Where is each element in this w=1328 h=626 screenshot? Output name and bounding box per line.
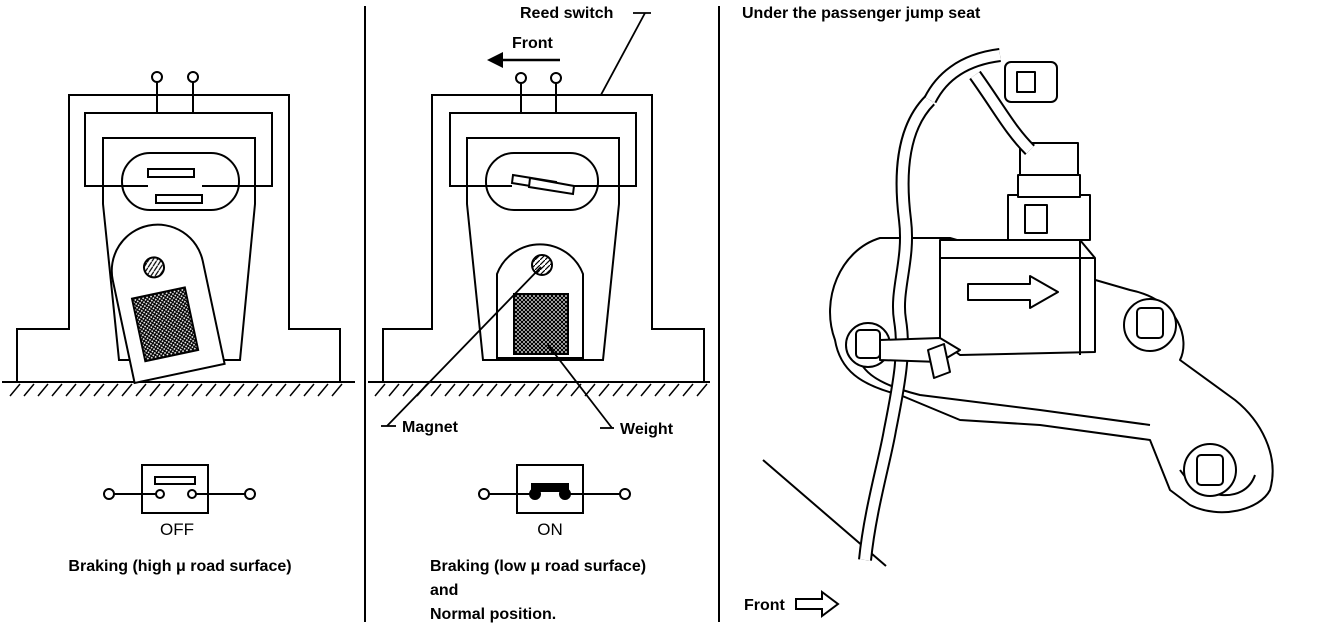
- label-weight: Weight: [620, 421, 674, 438]
- leader-magnet: [386, 266, 542, 427]
- label-front-middle: Front: [512, 35, 554, 52]
- right-panel-title: Under the passenger jump seat: [742, 5, 981, 22]
- front-arrow-right: [795, 590, 840, 618]
- caption-middle-line3: Normal position.: [430, 606, 556, 623]
- front-arrow-left: [487, 52, 560, 68]
- installed-sensor-illustration: [762, 48, 1274, 567]
- switch-symbol-off: [103, 464, 256, 514]
- panel-middle-sensor: [368, 72, 710, 383]
- label-front-right: Front: [744, 597, 786, 614]
- panel-left-sensor: [2, 71, 355, 385]
- switch-symbol-on: [478, 464, 631, 514]
- caption-left: Braking (high μ road surface): [68, 558, 291, 575]
- label-magnet: Magnet: [402, 419, 459, 436]
- caption-middle-line1: Braking (low μ road surface): [430, 558, 646, 575]
- ground-hatch-left: [9, 383, 343, 397]
- switch-state-off: OFF: [160, 520, 194, 539]
- leader-weight: [547, 344, 613, 429]
- switch-state-on: ON: [537, 520, 563, 539]
- label-reed-switch: Reed switch: [520, 5, 613, 22]
- caption-middle-line2: and: [430, 582, 458, 599]
